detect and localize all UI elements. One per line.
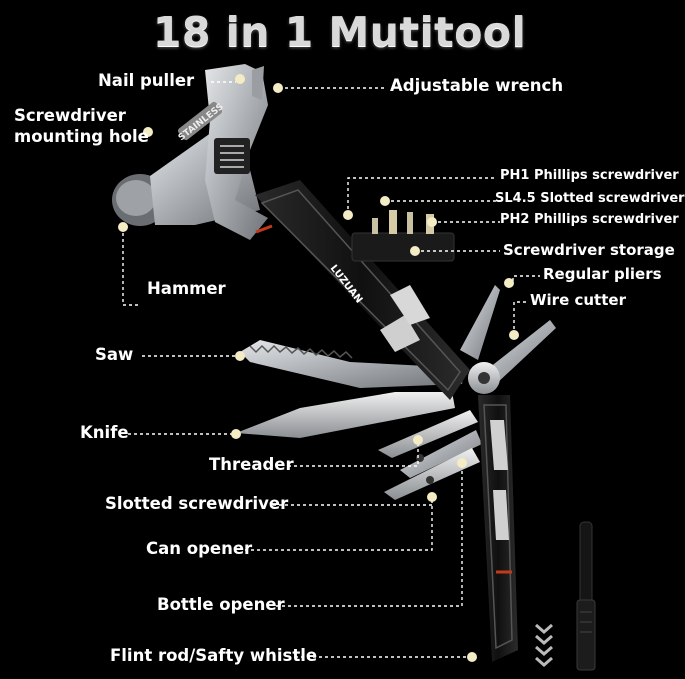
knife-blade (236, 392, 455, 438)
label-hammer: Hammer (147, 279, 226, 298)
leader-dots (118, 74, 519, 662)
label-screwdriver-storage: Screwdriver storage (503, 241, 675, 259)
page-title: 18 in 1 Mutitool (152, 8, 527, 56)
label-sl45-slotted: SL4.5 Slotted screwdriver (495, 191, 685, 206)
label-wire-cutter: Wire cutter (530, 291, 626, 309)
lower-handle (478, 395, 518, 662)
label-slotted-screwdriver: Slotted screwdriver (105, 494, 289, 513)
label-screwdriver-mounting-hole-line1: Screwdriver (14, 106, 126, 125)
label-adjustable-wrench: Adjustable wrench (390, 76, 564, 95)
label-knife: Knife (80, 423, 129, 442)
label-flint-rod: Flint rod/Safty whistle (110, 646, 318, 665)
saw-blade (240, 340, 465, 388)
small-tools-fan (378, 410, 482, 500)
label-ph2-phillips: PH2 Phillips screwdriver (500, 212, 679, 227)
label-ph1-phillips: PH1 Phillips screwdriver (500, 168, 679, 183)
flint-rod (576, 521, 596, 671)
pliers-head (460, 285, 556, 394)
label-bottle-opener: Bottle opener (157, 595, 285, 614)
label-screwdriver-mounting-hole-line2: mounting hole (14, 127, 149, 146)
chevron-down-icon (535, 623, 553, 667)
label-threader: Threader (209, 455, 294, 474)
bit-holder (351, 210, 455, 262)
label-nail-puller: Nail puller (98, 71, 195, 90)
label-saw: Saw (95, 345, 134, 364)
label-can-opener: Can opener (146, 539, 253, 558)
label-regular-pliers: Regular pliers (543, 265, 662, 283)
